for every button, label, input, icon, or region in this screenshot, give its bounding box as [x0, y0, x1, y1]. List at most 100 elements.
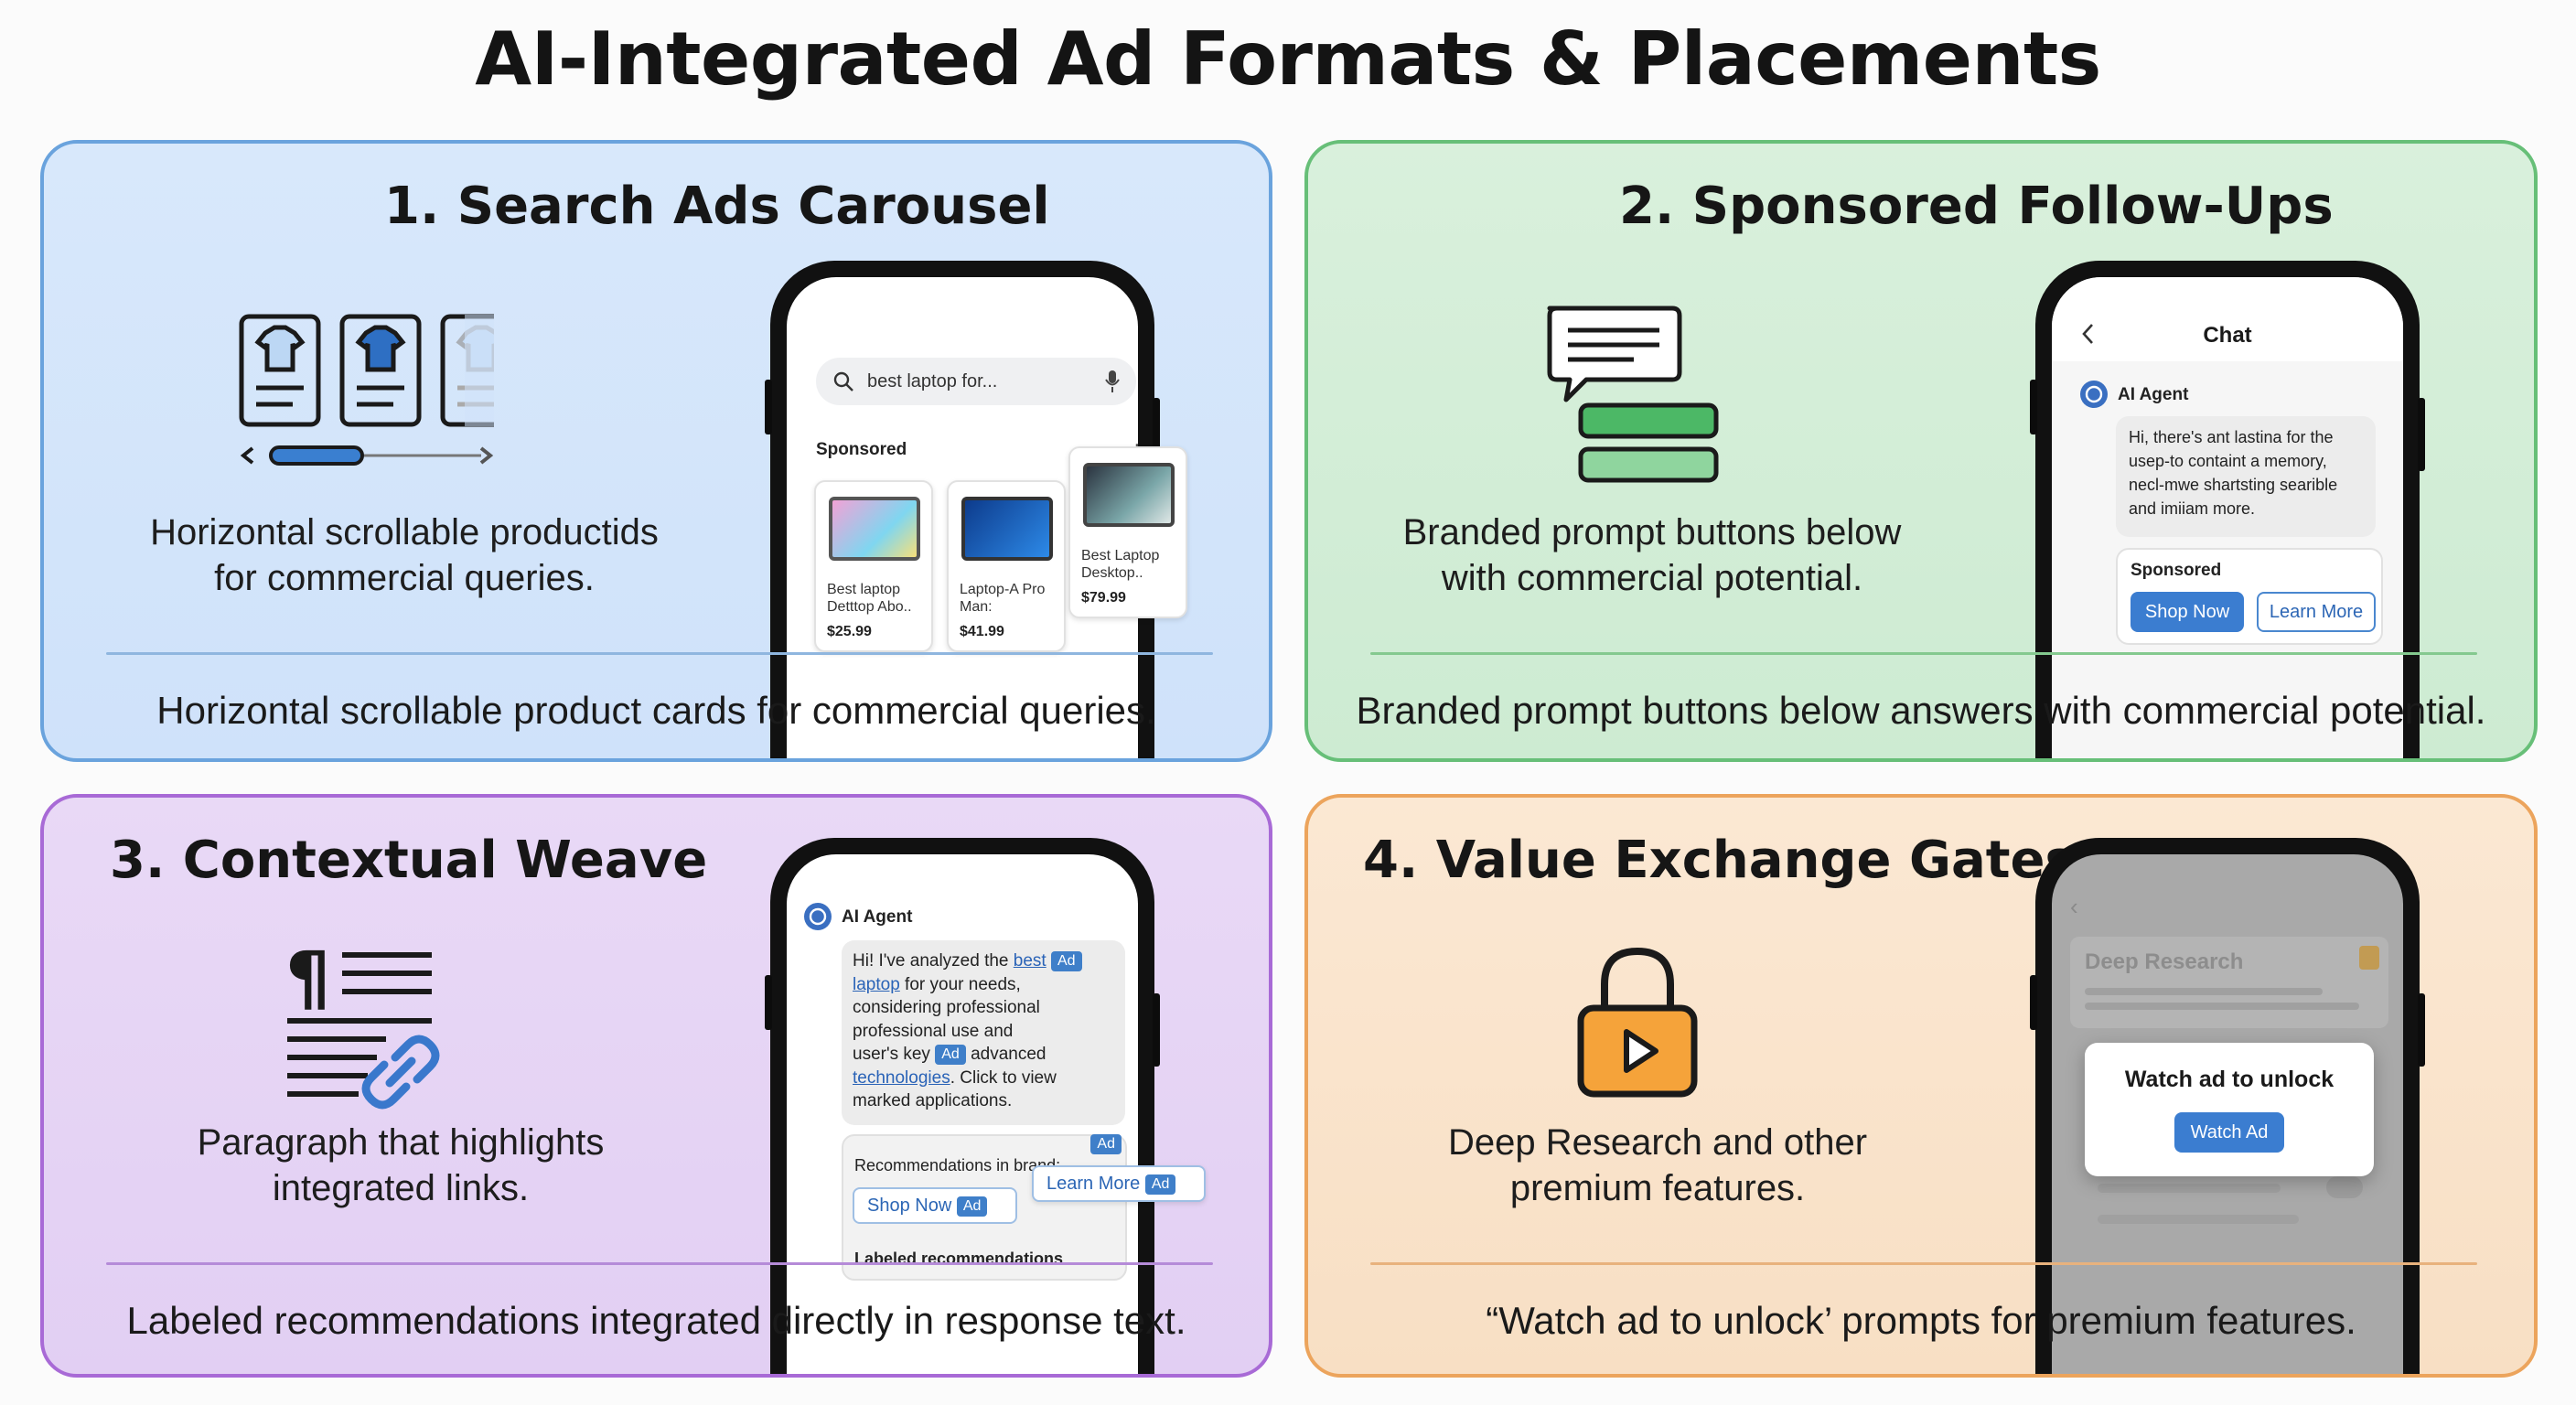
svg-text:¶: ¶ [285, 946, 331, 1020]
panel-description-line: Deep Research and other [1447, 1122, 1868, 1163]
message-text: considering professional [853, 998, 1040, 1017]
unlock-title: Watch ad to unlock [2124, 1067, 2334, 1092]
premium-feature-card: Deep Research [2070, 937, 2388, 1028]
phone-mockup: Chat AI Agent Hi, there's ant lastina fo… [2030, 261, 2425, 758]
panel-search-ads-carousel: 1. Search Ads Carousel Horizontal [40, 140, 1272, 762]
unlock-modal: Watch ad to unlock Watch Ad [2085, 1043, 2374, 1176]
link-icon [361, 1035, 440, 1110]
phone-side-button [2030, 380, 2037, 434]
sponsored-label: Sponsored [816, 440, 907, 459]
message-line: and imiiam more. [2129, 499, 2256, 518]
premium-feature-title: Deep Research [2085, 949, 2244, 974]
mic-icon[interactable] [1105, 370, 1120, 393]
phone-side-button [765, 380, 772, 434]
product-price: $25.99 [827, 624, 872, 639]
panel-description-line: premium features. [1509, 1168, 1806, 1208]
button-label: Shop Now [867, 1196, 952, 1216]
panel-caption: “Watch ad to unlock’ prompts for premium… [1486, 1299, 2356, 1342]
page-title: AI-Integrated Ad Formats & Placements [475, 16, 2101, 102]
ad-badge: Ad [1090, 1134, 1122, 1154]
recommendations-label: Recommendations in brand: [854, 1156, 1061, 1174]
paragraph-icon: ¶ [285, 946, 432, 1097]
recommendations-block: Ad Recommendations in brand: Shop Now Ad… [842, 1134, 1127, 1281]
panel-title: 3. Contextual Weave [110, 831, 708, 890]
message-text: advanced [971, 1045, 1046, 1064]
message-line: usep-to containt a memory, [2129, 452, 2327, 470]
shop-now-button[interactable]: Shop Now Ad [853, 1187, 1017, 1224]
ad-badge: Ad [1050, 950, 1082, 971]
back-chevron-icon[interactable] [2081, 323, 2094, 345]
panel-description-line: Horizontal scrollable productids [150, 512, 659, 552]
phone-screen: AI Agent Hi! I've analyzed the best Ad l… [787, 854, 1138, 1374]
panel-sponsored-follow-ups: 2. Sponsored Follow-Ups Branded prompt b… [1304, 140, 2538, 762]
panel-title: 4. Value Exchange Gates [1363, 831, 2076, 890]
phone-mockup: AI Agent Hi! I've analyzed the best Ad l… [765, 838, 1160, 1374]
padlock-play-icon [1577, 947, 1698, 1098]
search-icon [833, 371, 853, 391]
ad-badge: Ad [956, 1196, 988, 1217]
placeholder-line [2098, 1215, 2299, 1224]
phone-side-button [765, 975, 772, 1030]
placeholder-line [2085, 988, 2323, 995]
chat-bubble-icon [1547, 306, 1719, 483]
product-name: Desktop.. [1081, 565, 1143, 581]
divider [1370, 1262, 2477, 1265]
panel-description-line: for commercial queries. [214, 558, 595, 598]
watch-ad-button[interactable]: Watch Ad [2174, 1112, 2284, 1153]
divider [106, 1262, 1213, 1265]
integrated-link[interactable]: laptop [853, 974, 900, 994]
panel-description-line: Branded prompt buttons below [1402, 512, 1902, 552]
laptop-image [829, 497, 920, 561]
panel-contextual-weave: 3. Contextual Weave ¶ Paragraph that hig… [40, 794, 1272, 1378]
chat-title: Chat [2203, 323, 2252, 348]
placeholder-line [2098, 1184, 2281, 1193]
agent-name: AI Agent [2118, 385, 2189, 404]
panel-value-exchange-gates: 4. Value Exchange Gates Deep Research an… [1304, 794, 2538, 1378]
phone-side-button [2030, 975, 2037, 1030]
agent-name: AI Agent [842, 907, 913, 927]
agent-message: Hi, there's ant lastina for the usep-to … [2116, 416, 2376, 537]
panel-caption: Branded prompt buttons below answers wit… [1356, 689, 2486, 732]
integrated-link[interactable]: technologies [853, 1067, 950, 1088]
integrated-link[interactable]: best [1013, 951, 1046, 971]
ad-badge: Ad [935, 1044, 966, 1065]
toggle [2326, 1176, 2363, 1198]
product-name: Best laptop [827, 582, 901, 597]
panel-description-line: integrated links. [272, 1168, 530, 1208]
learn-more-button[interactable]: Learn More Ad [1032, 1165, 1206, 1202]
product-price: $79.99 [1081, 590, 1126, 606]
phone-side-button [2418, 398, 2425, 471]
search-input[interactable]: best laptop for... [816, 358, 1136, 405]
message-line: necl-mwe shartsting searible [2129, 476, 2338, 494]
agent-message: Hi! I've analyzed the best Ad laptop for… [842, 940, 1125, 1125]
tshirt-card-icon [239, 314, 494, 466]
panel-caption: Horizontal scrollable product cards for … [156, 689, 1156, 732]
lock-icon [2359, 946, 2379, 970]
agent-avatar-icon [804, 903, 832, 930]
product-name: Man: [960, 599, 993, 615]
product-name: Detttop Abo.. [827, 599, 912, 615]
phone-mockup: ‹ Deep Research Watch ad to unlock Watch… [2030, 838, 2425, 1374]
message-line: Hi, there's ant lastina for the [2129, 428, 2334, 446]
message-text: for your needs, [899, 974, 1021, 994]
product-name: Laptop-A Pro [960, 582, 1046, 597]
message-text: Hi! I've analyzed the [853, 951, 1014, 971]
shop-now-button[interactable]: Shop Now [2131, 592, 2244, 632]
ad-badge: Ad [1144, 1174, 1176, 1195]
panel-description-line: with commercial potential. [1441, 558, 1863, 598]
phone-screen: Chat AI Agent Hi, there's ant lastina fo… [2052, 277, 2403, 758]
sponsored-label: Sponsored [2131, 561, 2222, 580]
divider [1370, 652, 2477, 655]
product-name: Best Laptop [1081, 548, 1160, 563]
panel-caption: Labeled recommendations integrated direc… [126, 1299, 1186, 1342]
laptop-image [1083, 463, 1175, 527]
message-text: marked applications. [853, 1091, 1013, 1110]
phone-side-button [1153, 993, 1160, 1067]
learn-more-button[interactable]: Learn More [2257, 592, 2376, 632]
message-text: . Click to view [950, 1067, 1057, 1088]
panel-title: 1. Search Ads Carousel [384, 177, 1050, 236]
panel-title: 2. Sponsored Follow-Ups [1619, 177, 2334, 236]
